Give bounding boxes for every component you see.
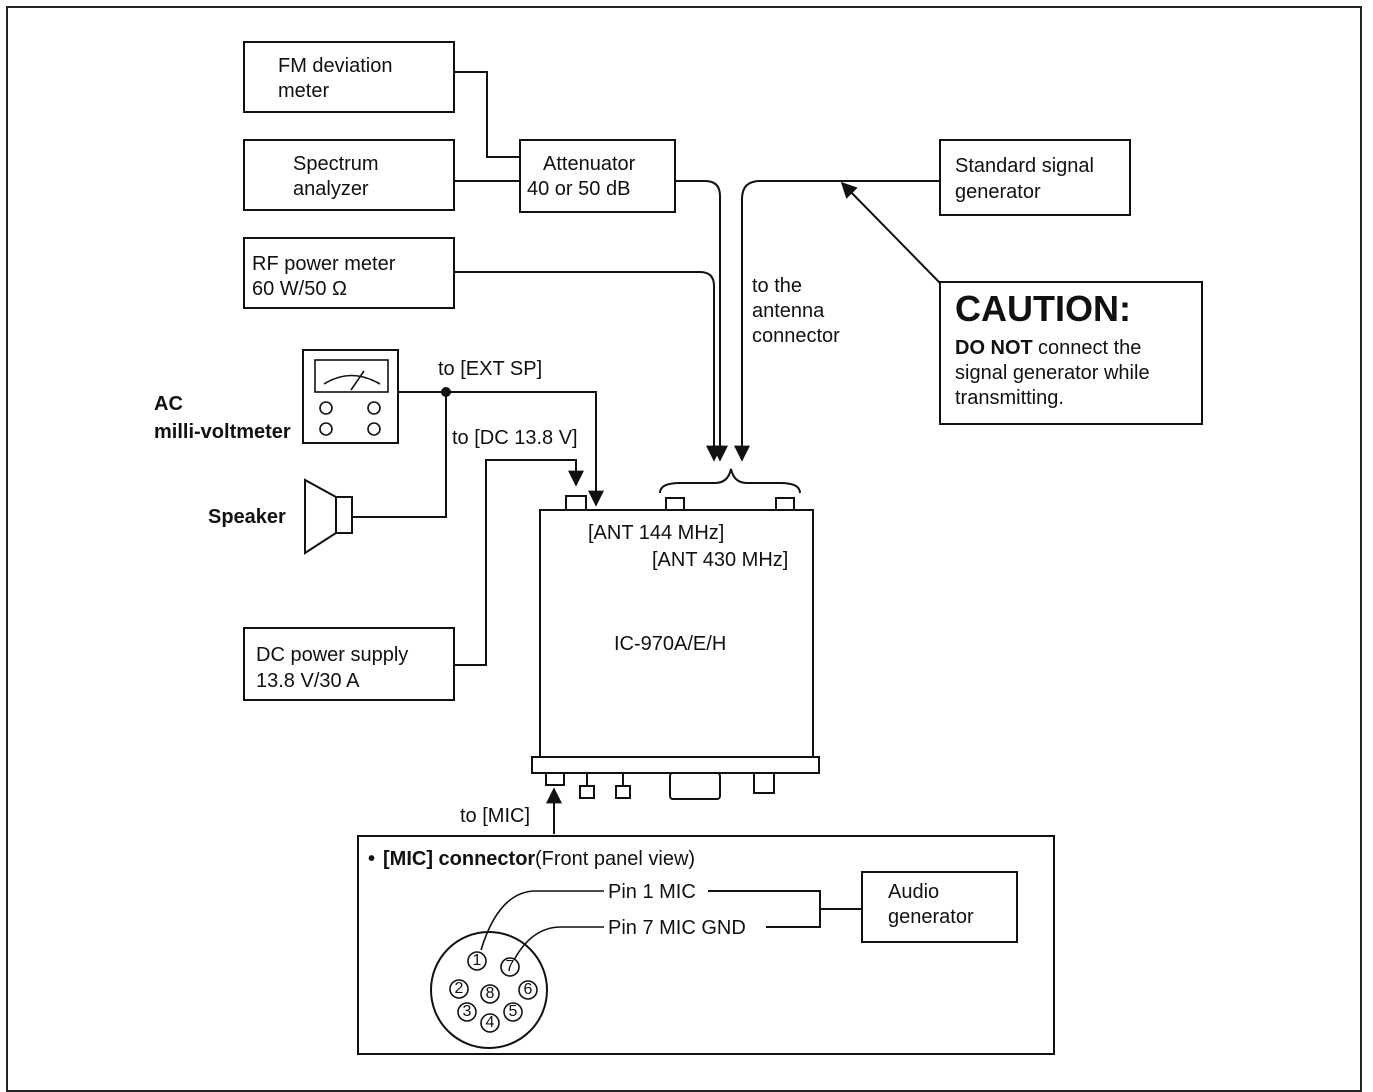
- pin7-label: Pin 7 MIC GND: [608, 917, 746, 939]
- spectrum-analyzer-line2: analyzer: [293, 178, 369, 200]
- pin-1-label: 1: [473, 952, 482, 969]
- ic-970-radio-body: [539, 509, 814, 758]
- knob-1: [579, 785, 595, 799]
- mic-connector-title-rest: (Front panel view): [535, 848, 695, 870]
- fm-deviation-meter-line2: meter: [278, 80, 329, 102]
- caution-box: [939, 281, 1203, 425]
- fm-meter-line: [454, 71, 520, 158]
- ext-sp-arrow: [446, 391, 604, 507]
- spectrum-analyzer-line1: Spectrum: [293, 153, 379, 175]
- fm-deviation-meter-line1: FM deviation: [278, 55, 393, 77]
- pin-1-circle: [467, 951, 487, 971]
- pin7-leader: [513, 926, 604, 961]
- pin-7-label: 7: [506, 958, 515, 975]
- ac-label-line2: milli-voltmeter: [154, 421, 291, 443]
- pin-5-label: 5: [509, 1003, 518, 1020]
- mic-connector-outline: [430, 931, 548, 1049]
- pin-2-circle: [449, 979, 469, 999]
- pin-5-circle: [503, 1002, 523, 1022]
- meter-scale: [323, 374, 381, 385]
- pin1-label: Pin 1 MIC: [608, 881, 696, 903]
- speaker-box: [335, 496, 353, 534]
- attenuator-line1: Attenuator: [543, 153, 636, 175]
- pin-4-circle: [480, 1013, 500, 1033]
- mic-bullet: •: [368, 848, 375, 870]
- rf-power-meter-line2: 60 W/50 Ω: [252, 278, 347, 300]
- attenuator-line2: 40 or 50 dB: [527, 178, 630, 200]
- dc-jack: [565, 495, 587, 511]
- attenuator-to-radio-arrow: [675, 180, 728, 462]
- standard-signal-generator-line2: generator: [955, 181, 1041, 203]
- ant-430-label: [ANT 430 MHz]: [652, 549, 788, 571]
- ac-label-line1: AC: [154, 393, 183, 415]
- ant-144-connector: [665, 497, 685, 511]
- rf-meter-to-radio-arrow: [454, 271, 722, 462]
- standard-signal-generator-box: [939, 139, 1131, 216]
- ac-milli-voltmeter-device: [302, 349, 399, 444]
- pin-6-circle: [518, 980, 538, 1000]
- spectrum-analyzer-box: [243, 139, 455, 211]
- meter-knob-4: [367, 422, 381, 436]
- to-antenna-line2: antenna: [752, 300, 825, 322]
- caution-line2: signal generator while: [955, 362, 1150, 384]
- ant-430-connector: [775, 497, 795, 511]
- dc-power-supply-line1: DC power supply: [256, 644, 408, 666]
- antenna-brace: [659, 468, 801, 494]
- to-mic-label: to [MIC]: [460, 805, 530, 827]
- rf-power-meter-box: [243, 237, 455, 309]
- mic-jack: [545, 772, 565, 786]
- meter-knob-2: [367, 401, 381, 415]
- pin-6-label: 6: [524, 981, 533, 998]
- pin-3-label: 3: [463, 1003, 472, 1020]
- caution-arrow: [840, 181, 941, 284]
- pin1-leader: [480, 890, 604, 951]
- speaker-cone: [304, 478, 337, 555]
- attenuator-box: [519, 139, 676, 213]
- speaker-link: [352, 392, 447, 518]
- meter-knob-3: [319, 422, 333, 436]
- main-dial: [669, 772, 721, 800]
- caution-line1-rest: connect the: [1038, 337, 1141, 359]
- signal-generator-to-radio-arrow: [734, 180, 940, 462]
- audio-generator-box: [861, 871, 1018, 943]
- knob-2: [615, 785, 631, 799]
- caution-do-not: DO NOT: [955, 337, 1033, 359]
- dc-power-arrow: [454, 459, 584, 666]
- pin-8-label: 8: [486, 985, 495, 1002]
- pin-4-label: 4: [486, 1014, 495, 1031]
- diagram-frame: [6, 6, 1362, 1092]
- rf-power-meter-line1: RF power meter: [252, 253, 396, 275]
- pin-3-circle: [457, 1002, 477, 1022]
- mic-connector-title-bold: [MIC] connector: [383, 848, 535, 870]
- to-antenna-line1: to the: [752, 275, 802, 297]
- speaker-label: Speaker: [208, 506, 286, 528]
- to-antenna-line3: connector: [752, 325, 840, 347]
- audio-generator-line1: Audio: [888, 881, 939, 903]
- radio-front-panel: [531, 756, 820, 774]
- ant-144-label: [ANT 144 MHz]: [588, 522, 724, 544]
- pin-8-circle: [480, 984, 500, 1004]
- to-ext-sp: to [EXT SP]: [438, 358, 542, 380]
- to-dc: to [DC 13.8 V]: [452, 427, 578, 449]
- meter-display: [314, 359, 389, 393]
- meter-needle: [350, 370, 365, 391]
- caution-title: CAUTION:: [955, 288, 1131, 329]
- pin-7-circle: [500, 957, 520, 977]
- caution-line3: transmitting.: [955, 387, 1064, 409]
- dc-power-supply-box: [243, 627, 455, 701]
- standard-signal-generator-line1: Standard signal: [955, 155, 1094, 177]
- audio-generator-line2: generator: [888, 906, 974, 928]
- pin-2-label: 2: [455, 980, 464, 997]
- meter-knob-1: [319, 401, 333, 415]
- phones-jack: [753, 772, 775, 794]
- dc-power-supply-line2: 13.8 V/30 A: [256, 670, 360, 692]
- radio-model: IC-970A/E/H: [614, 633, 726, 655]
- fm-deviation-meter-box: [243, 41, 455, 113]
